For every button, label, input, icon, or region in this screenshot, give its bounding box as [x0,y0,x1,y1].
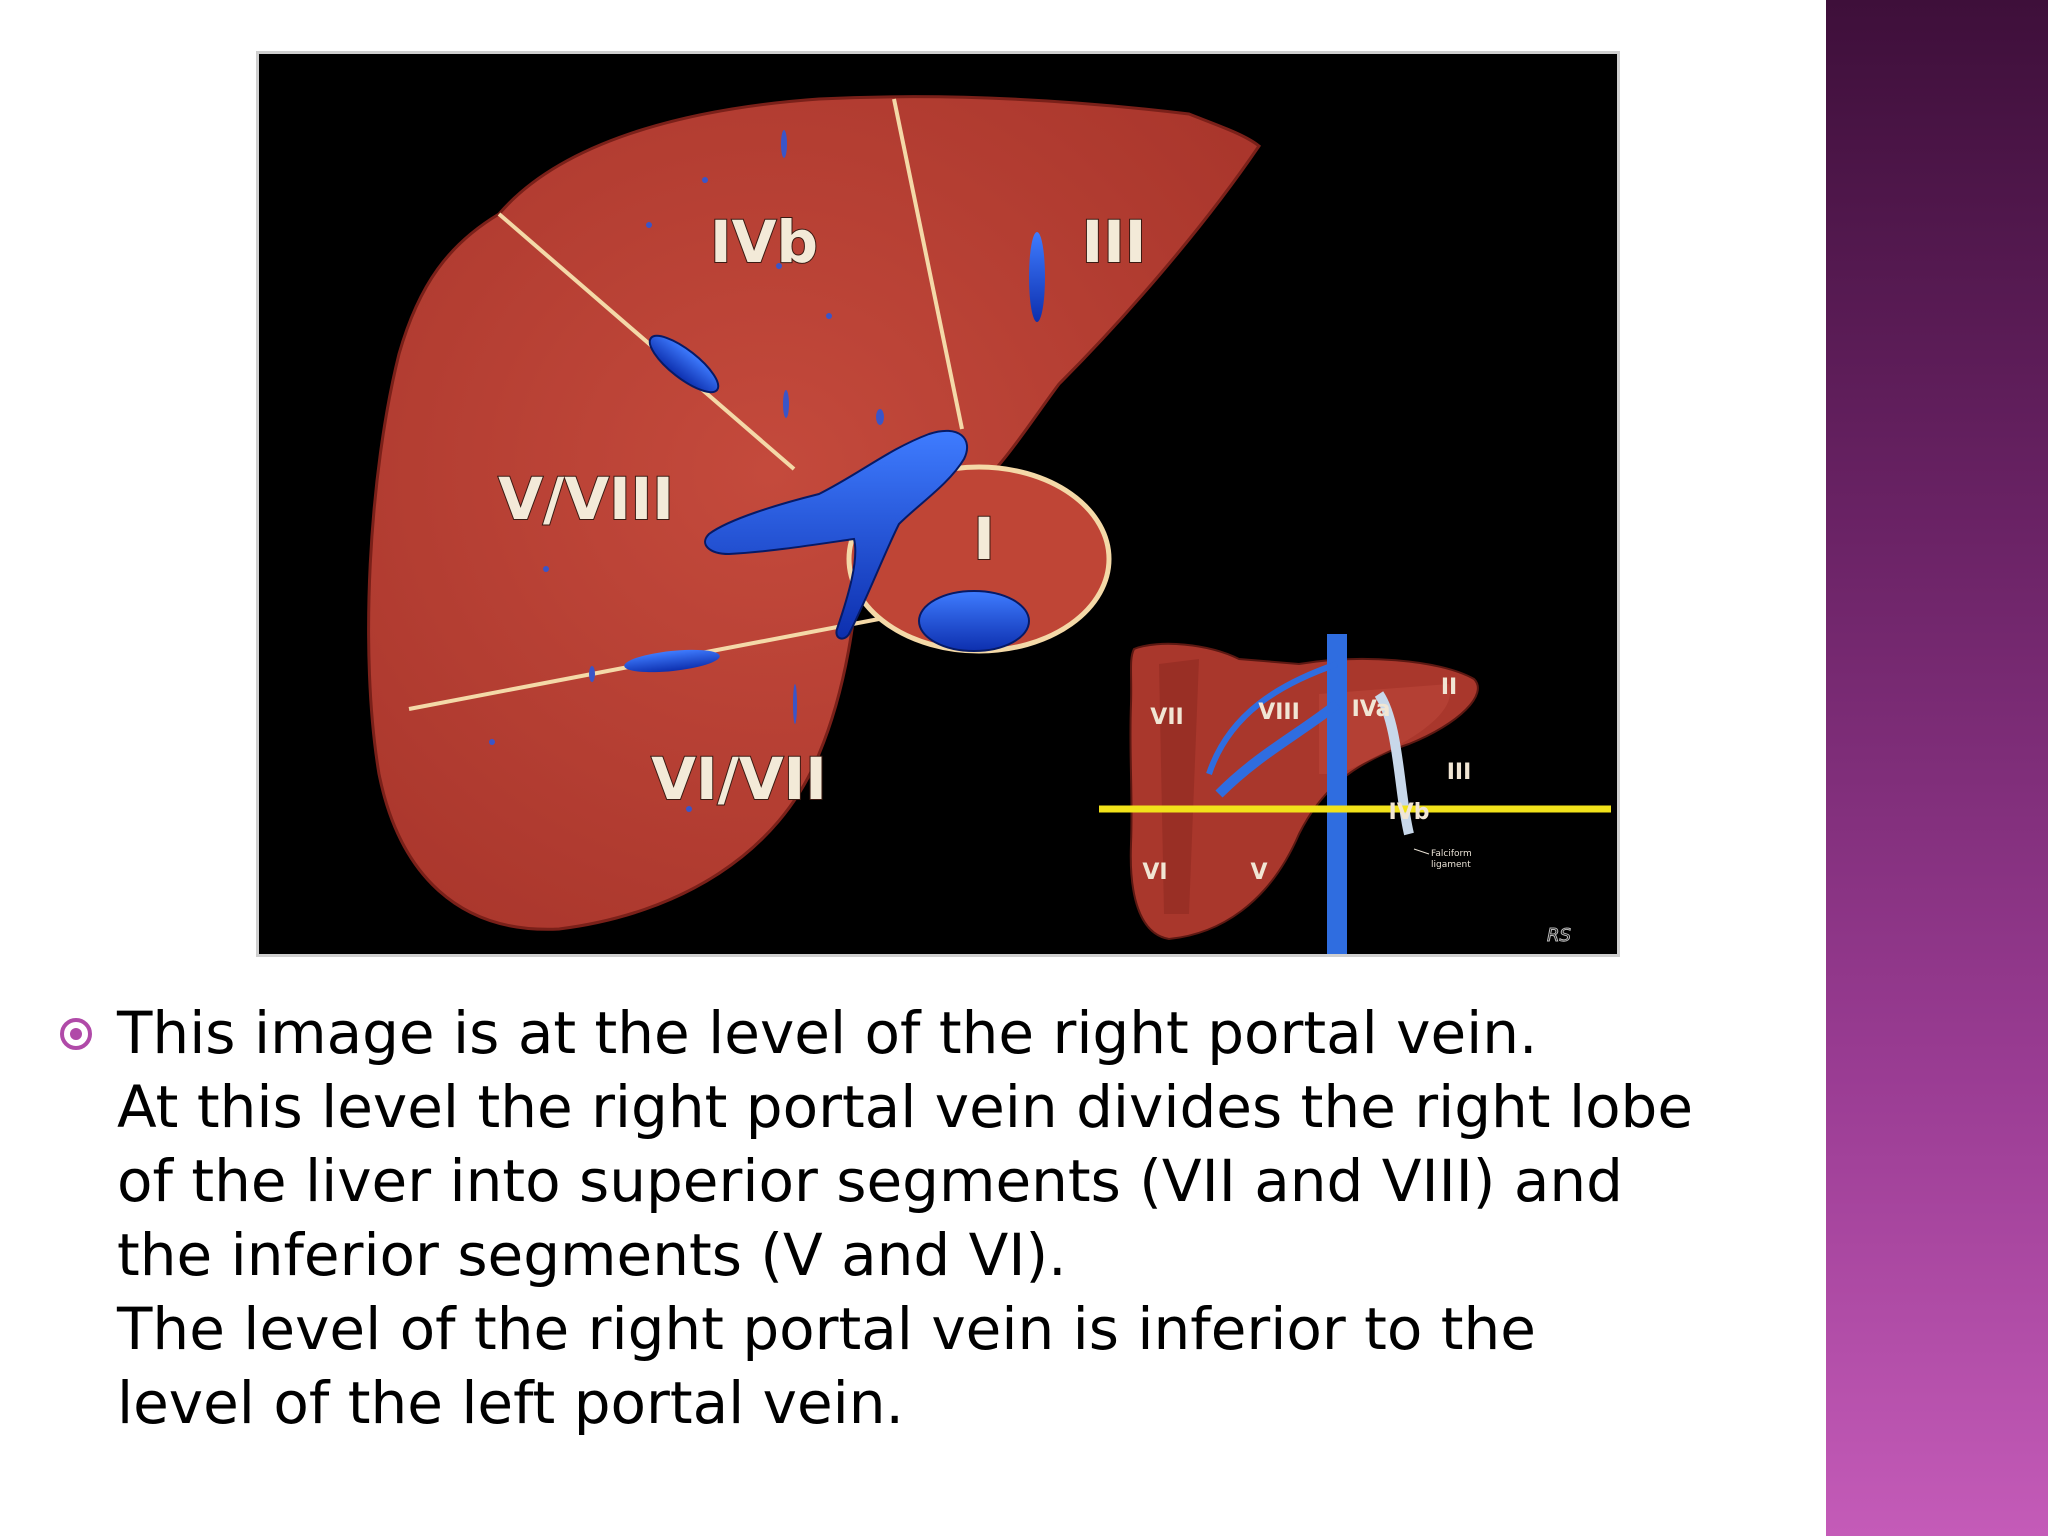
label-v-viii: V/VIII [498,465,674,533]
small-vessels [489,130,884,812]
caption-line: level of the left portal vein. [117,1369,904,1437]
inset-label-v: V [1250,860,1267,885]
inferior-vena-cava [918,590,1030,652]
label-ivb: IVb [710,208,818,276]
right-portal-vein [704,429,969,640]
bullet-icon [60,1018,92,1050]
inset-label-viii: VIII [1258,700,1300,725]
boundary-line-ivb-iii [892,98,964,430]
vein-branch-iii [1029,232,1045,322]
inset-ivc [1327,634,1347,954]
caption-line: At this level the right portal vein divi… [117,1073,1694,1141]
inset-liver-illustration: VII VIII IVa II III IVb VI V Falciform l… [1099,634,1611,954]
inset-watermark: RS [1547,925,1571,946]
caption-line: This image is at the level of the right … [117,999,1538,1067]
vein-branch-ivb [648,334,720,394]
caption-line: the inferior segments (V and VI). [117,1221,1067,1289]
caption-line: The level of the right portal vein is in… [117,1295,1536,1363]
inset-label-vi: VI [1142,860,1167,885]
inset-label-iii: III [1447,760,1472,785]
label-i: I [973,505,995,573]
vein-branch-vivii [624,649,720,673]
side-decoration-band [1826,0,2048,1536]
inset-label-iva: IVa [1352,697,1391,722]
inset-label-ivb: IVb [1389,800,1430,825]
inset-falciform-ligament [1374,691,1414,836]
liver-diagram: IVb III V/VIII I VI/VII VII VIII IVa II … [259,54,1617,954]
inset-hepatic-vein [1206,661,1338,775]
caption-line: of the liver into superior segments (VII… [117,1147,1623,1215]
liver-segment-figure: IVb III V/VIII I VI/VII VII VIII IVa II … [256,51,1620,957]
label-iii: III [1082,208,1147,276]
boundary-line-ivb-vviii [497,212,796,471]
inset-ligament-label: ligament [1431,860,1471,870]
inset-falciform-label: Falciform [1431,849,1472,859]
inset-label-ii: II [1441,675,1457,700]
label-vi-vii: VI/VII [651,745,827,813]
inset-label-vii: VII [1150,705,1183,730]
caption-text: This image is at the level of the right … [117,996,1837,1440]
